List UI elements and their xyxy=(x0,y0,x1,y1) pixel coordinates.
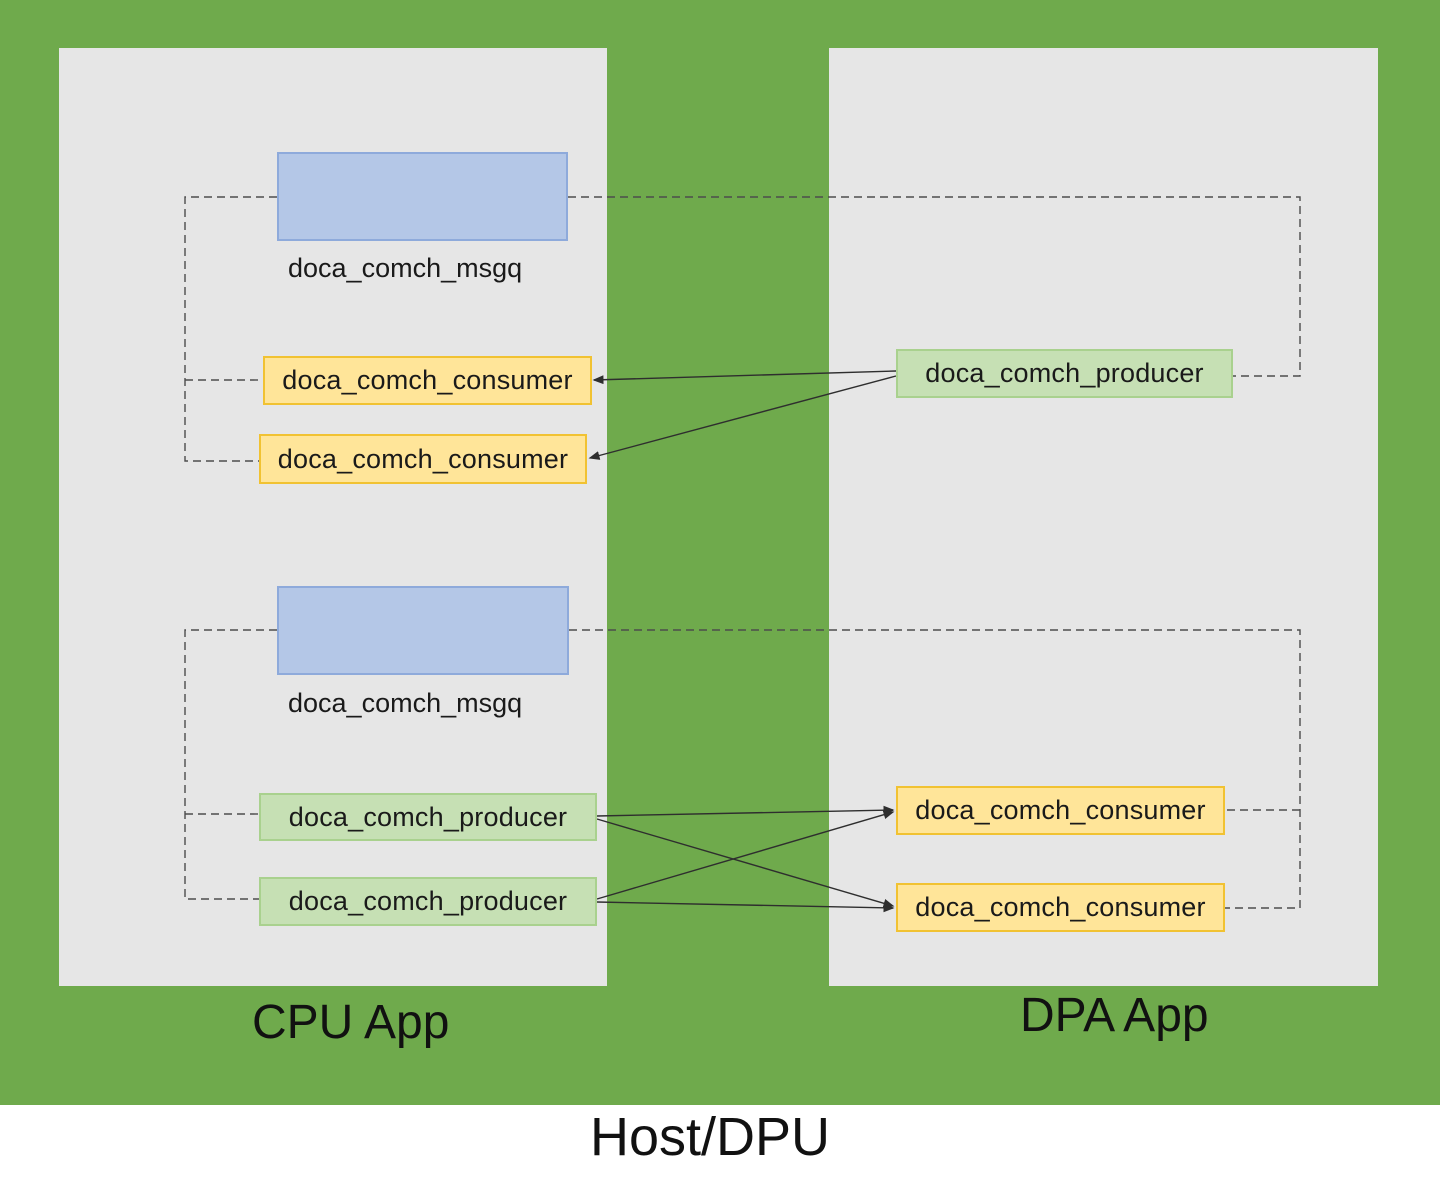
cpu-producer-2-box: doca_comch_producer xyxy=(259,877,597,926)
cpu-producer-2-label: doca_comch_producer xyxy=(288,886,568,916)
dpa-consumer-2-box: doca_comch_consumer xyxy=(896,883,1225,932)
msgq-top-label: doca_comch_msgq xyxy=(288,253,523,283)
msgq-box-top xyxy=(277,152,568,241)
cpu-app-label: CPU App xyxy=(252,996,450,1049)
dpa-producer-box: doca_comch_producer xyxy=(896,349,1233,398)
cpu-producer-1-label: doca_comch_producer xyxy=(288,801,568,832)
msgq-box-bottom xyxy=(277,586,569,675)
cpu-consumer-2-label: doca_comch_consumer xyxy=(277,443,569,474)
msgq-bottom-label: doca_comch_msgq xyxy=(288,688,523,718)
dpa-app-panel xyxy=(829,48,1378,986)
dpa-app-label: DPA App xyxy=(1020,989,1209,1042)
cpu-producer-1-box: doca_comch_producer xyxy=(259,793,597,841)
cpu-consumer-1-label: doca_comch_consumer xyxy=(282,365,573,395)
dpa-consumer-2-label: doca_comch_consumer xyxy=(915,892,1206,922)
dpa-producer-label: doca_comch_producer xyxy=(925,358,1204,388)
dpa-consumer-1-box: doca_comch_consumer xyxy=(896,786,1225,835)
dpa-consumer-1-label: doca_comch_consumer xyxy=(915,795,1206,825)
host-dpu-title: Host/DPU xyxy=(589,1107,831,1167)
cpu-consumer-2-box: doca_comch_consumer xyxy=(259,434,587,484)
cpu-consumer-1-box: doca_comch_consumer xyxy=(263,356,592,405)
